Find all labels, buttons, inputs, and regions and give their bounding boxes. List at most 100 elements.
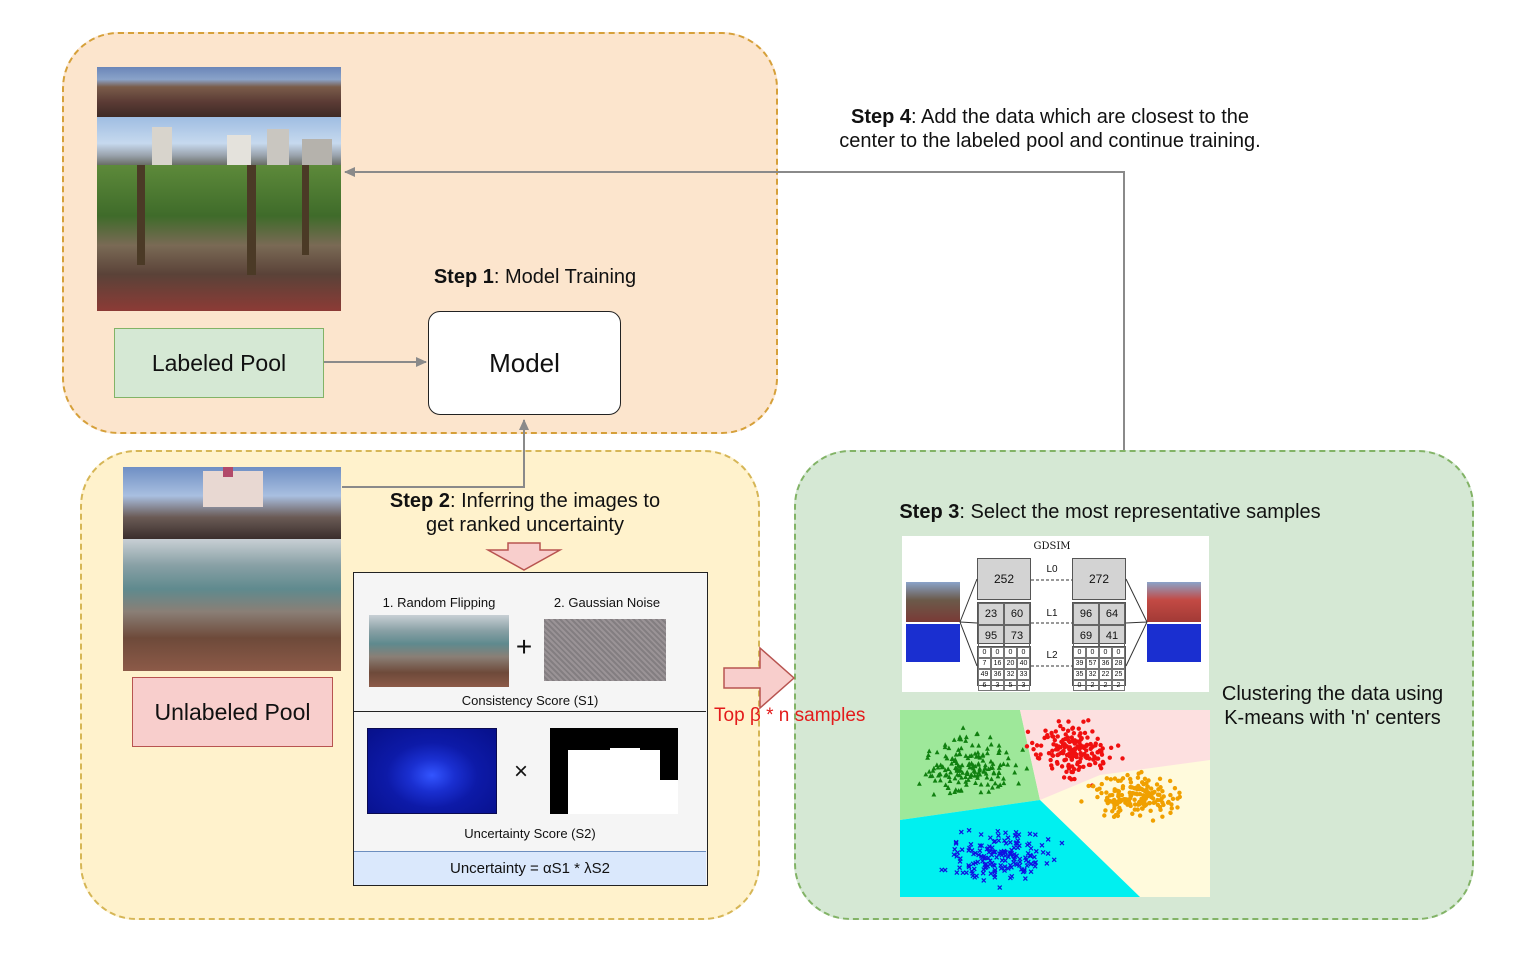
cluster-point <box>1062 757 1067 763</box>
cluster-point <box>994 854 1000 860</box>
cluster-point <box>975 762 981 767</box>
cluster-point <box>996 838 1002 844</box>
kmeans-svg <box>900 710 1210 897</box>
cluster-point <box>954 760 960 765</box>
cluster-point <box>1065 735 1071 740</box>
cluster-point <box>970 873 976 879</box>
cluster-point <box>1130 790 1135 796</box>
cluster-point <box>949 756 955 762</box>
gdsim-cell: 5 <box>1004 680 1017 691</box>
cluster-point <box>952 846 958 852</box>
cluster-point <box>1132 797 1137 802</box>
cluster-point <box>949 761 954 766</box>
cluster-point <box>963 738 969 743</box>
cluster-point <box>1169 806 1174 811</box>
cluster-point <box>996 765 1002 770</box>
cluster-point <box>1007 862 1013 868</box>
cluster-point <box>996 770 1002 776</box>
unlabeled-to-model-arrow <box>342 419 529 488</box>
random-flipping-label: 1. Random Flipping <box>382 595 496 610</box>
cluster-point <box>956 751 962 757</box>
cluster-point <box>977 771 983 777</box>
cluster-point <box>942 742 948 747</box>
cluster-point <box>929 773 935 778</box>
cluster-point <box>1011 856 1017 862</box>
gdsim-cell: 0 <box>1086 647 1099 658</box>
cluster-point <box>1118 778 1123 783</box>
cluster-point <box>947 778 953 784</box>
cluster-point <box>1024 765 1030 771</box>
cluster-point <box>979 843 985 849</box>
cluster-point <box>1065 728 1071 733</box>
cluster-point <box>1072 741 1077 746</box>
cluster-point <box>1025 729 1031 735</box>
gdsim-cell: 3 <box>1017 680 1030 691</box>
cluster-point <box>1168 810 1173 816</box>
cluster-point <box>1135 807 1140 812</box>
gaussian-noise-thumbnail <box>544 619 666 681</box>
cluster-point <box>948 769 953 775</box>
cluster-point <box>995 773 1001 779</box>
cluster-point <box>1082 751 1087 757</box>
cluster-point <box>1069 777 1074 782</box>
cluster-point <box>959 775 964 780</box>
cluster-point <box>963 753 969 758</box>
labeled-pool-label: Labeled Pool <box>151 349 287 376</box>
gdsim-right-l0: 272 <box>1072 558 1126 600</box>
cluster-point <box>1128 795 1133 801</box>
cluster-point <box>1064 769 1069 775</box>
cluster-point <box>1136 786 1142 792</box>
cluster-point <box>1033 752 1039 757</box>
cluster-point <box>1090 744 1095 749</box>
cluster-point <box>1072 747 1078 752</box>
cluster-point <box>1005 755 1011 761</box>
gdsim-cell: 22 <box>1099 669 1112 680</box>
gdsim-right-l1-cell: 96 <box>1073 603 1099 625</box>
cluster-point <box>1050 734 1056 739</box>
cluster-point <box>1172 785 1178 791</box>
cluster-point <box>1038 743 1044 748</box>
cluster-point <box>1014 833 1020 839</box>
cluster-point <box>969 868 975 874</box>
cluster-point <box>1003 749 1009 755</box>
step2-title: Step 2: Inferring the images to get rank… <box>389 490 661 536</box>
cluster-point <box>1078 731 1083 736</box>
cluster-point <box>1148 786 1154 791</box>
cluster-point <box>1076 767 1081 773</box>
gdsim-cell: 40 <box>1017 658 1030 669</box>
cluster-point <box>1139 780 1145 785</box>
cluster-point <box>1119 792 1125 798</box>
unlabeled-pool-box[interactable]: Unlabeled Pool <box>132 677 333 747</box>
cluster-point <box>1006 854 1011 860</box>
cluster-point <box>943 772 948 778</box>
cluster-point <box>1123 797 1128 802</box>
cluster-point <box>980 758 986 763</box>
top-samples-label: Top β * n samples <box>714 705 866 726</box>
cluster-point <box>1001 780 1007 786</box>
cluster-point <box>1093 760 1098 766</box>
cluster-point <box>1079 799 1084 804</box>
cluster-point <box>1024 744 1030 749</box>
cluster-point <box>1048 757 1053 763</box>
cluster-point <box>1016 780 1022 786</box>
cluster-point <box>1099 790 1104 796</box>
labeled-pool-box[interactable]: Labeled Pool <box>114 328 324 398</box>
cluster-point <box>985 855 991 861</box>
cluster-point <box>1115 743 1121 748</box>
cluster-point <box>987 835 993 841</box>
cluster-point <box>1051 857 1057 863</box>
cluster-point <box>954 768 960 773</box>
cluster-point <box>968 841 974 847</box>
cluster-point <box>1082 730 1088 736</box>
gdsim-cell: 2 <box>1112 680 1125 691</box>
cluster-point <box>987 734 993 740</box>
gdsim-cell: 0 <box>978 647 991 658</box>
cluster-point <box>985 782 991 787</box>
gdsim-figure: GDSIM 252 272 23 60 95 73 96 64 69 41 0 … <box>902 536 1209 692</box>
cluster-point <box>997 885 1003 890</box>
cluster-point <box>978 781 984 787</box>
step3-title: Step 3: Select the most representative s… <box>899 501 1321 523</box>
model-box[interactable]: Model <box>428 311 621 415</box>
gdsim-left-density <box>906 624 960 662</box>
cluster-point <box>1175 796 1180 801</box>
